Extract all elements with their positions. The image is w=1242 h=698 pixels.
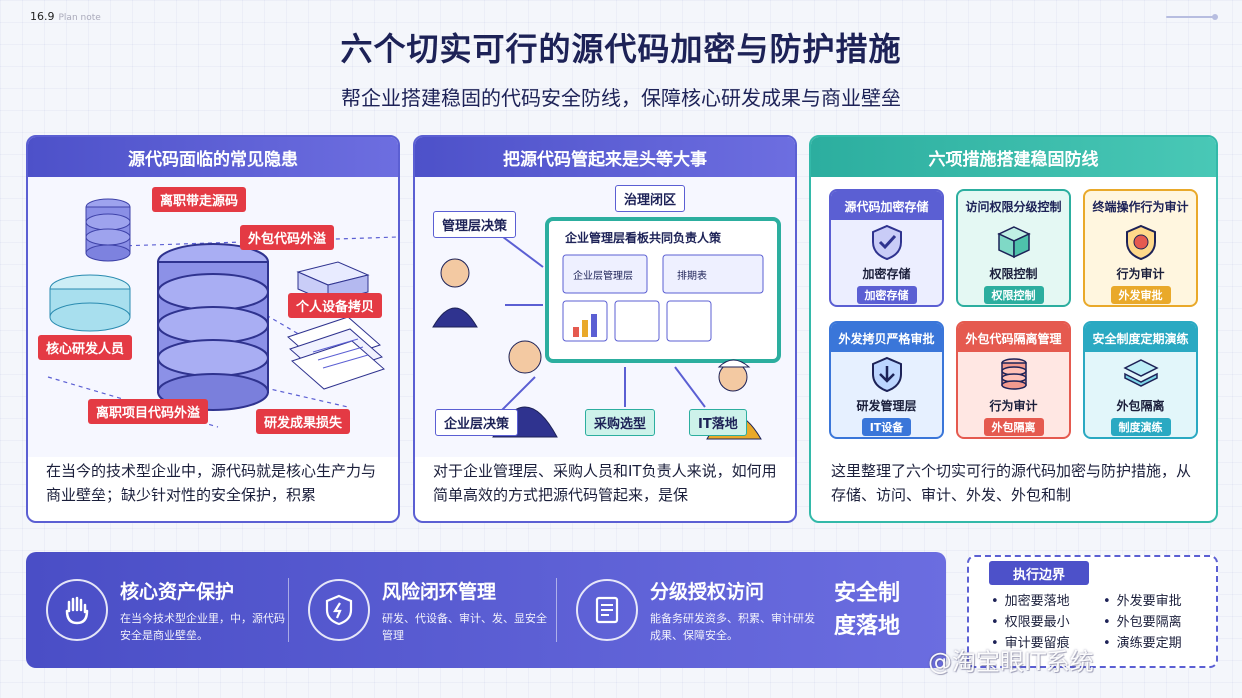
risks-illustration: 离职带走源码 外包代码外溢 个人设备拷贝 核心研发人员 离职项目代码外溢 研发成… — [28, 177, 398, 457]
measures-grid: 源代码加密存储 加密存储 加密存储 访问权限分级控制 权限控制 权限控制 终端操… — [829, 189, 1198, 439]
watermark-text: @淘宝眼IT系统 — [928, 648, 1094, 676]
cube-icon — [996, 226, 1031, 259]
pillar-desc: 能备务研发资多、积累、审计研发成果、保障安全。 — [650, 611, 815, 642]
governance-panel-title: 把源代码管起来是头等大事 — [415, 137, 795, 177]
gov-tag-procurement: 采购选型 — [585, 409, 656, 436]
measure-card-title: 访问权限分级控制 — [965, 200, 1062, 214]
disk-icon — [49, 274, 131, 332]
shield-lightning-icon — [308, 579, 370, 641]
measure-card-chip: 权限控制 — [983, 286, 1044, 304]
layers-icon — [1122, 359, 1159, 387]
decorative-line — [1166, 14, 1218, 20]
measure-card-title: 外发拷贝严格审批 — [831, 323, 942, 352]
boundary-item: 审计要留痕 — [991, 633, 1070, 654]
pillar-title: 风险闭环管理 — [382, 580, 497, 603]
measure-card-2: 访问权限分级控制 权限控制 权限控制 — [956, 189, 1071, 307]
measure-card-chip: 加密存储 — [856, 286, 917, 304]
measure-card-1: 源代码加密存储 加密存储 加密存储 — [829, 189, 944, 307]
bar-chart-icon — [573, 314, 597, 337]
measure-card-6: 安全制度定期演练 外包隔离 制度演练 — [1083, 321, 1198, 439]
measure-card-chip: IT设备 — [861, 418, 912, 436]
board-label-1: 企业层管理层 — [573, 271, 633, 282]
summary-final-label: 安全制度落地 — [834, 581, 901, 639]
measures-panel: 六项措施搭建稳固防线 源代码加密存储 加密存储 加密存储 访问权限分级控制 权限… — [809, 135, 1218, 523]
boundary-title: 执行边界 — [989, 561, 1089, 585]
measures-panel-title: 六项措施搭建稳固防线 — [811, 137, 1216, 177]
pillar-graded-access: 分级授权访问 能备务研发资多、积累、审计研发成果、保障安全。 — [556, 552, 818, 668]
summary-bar: 核心资产保护 在当今技术型企业里，中，源代码安全是商业壁垒。 风险闭环管理 研发… — [26, 552, 946, 668]
measure-card-name: 行为审计 — [1116, 267, 1165, 281]
measure-card-4: 外发拷贝严格审批 研发管理层 IT设备 — [829, 321, 944, 439]
board-label-2: 排期表 — [677, 271, 707, 282]
risk-tag-6: 研发成果损失 — [256, 409, 351, 434]
risk-tag-3: 个人设备拷贝 — [288, 293, 383, 318]
document-list-icon — [576, 579, 638, 641]
gov-tag-management: 管理层决策 — [433, 211, 517, 238]
boundary-item: 演练要定期 — [1103, 633, 1182, 654]
measure-card-5: 外包代码隔离管理 行为审计 外包隔离 — [956, 321, 1071, 439]
boundary-list-left: 加密要落地 权限要最小 审计要留痕 — [991, 591, 1070, 654]
risks-panel: 源代码面临的常见隐患 — [26, 135, 400, 523]
risks-panel-title: 源代码面临的常见隐患 — [28, 137, 398, 177]
pillar-title: 核心资产保护 — [120, 580, 235, 603]
shield-badge-icon — [1125, 224, 1156, 261]
pillar-desc: 在当今技术型企业里，中，源代码安全是商业壁垒。 — [120, 611, 285, 642]
page-subtitle: 帮企业搭建稳固的代码安全防线，保障核心研发成果与商业壁垒 — [341, 86, 901, 110]
database-icon — [1000, 358, 1027, 390]
execution-boundary-box: 执行边界 加密要落地 权限要最小 审计要留痕 外发要审批 外包要隔离 演练要定期 — [967, 555, 1218, 668]
small-database-icon — [85, 198, 131, 262]
measure-card-chip: 外发审批 — [1110, 286, 1171, 304]
measure-card-name: 行为审计 — [989, 399, 1038, 413]
shield-check-icon — [871, 224, 902, 261]
gov-tag-enterprise: 企业层决策 — [435, 409, 519, 436]
risk-tag-4: 核心研发人员 — [38, 335, 133, 360]
measure-card-name: 加密存储 — [862, 267, 911, 281]
database-stack-illustration — [47, 198, 398, 428]
slide-ratio-sub: Plan note — [58, 13, 101, 23]
risk-tag-2: 外包代码外溢 — [240, 225, 335, 250]
page-title: 六个切实可行的源代码加密与防护措施 — [340, 30, 902, 68]
measure-card-name: 权限控制 — [989, 267, 1038, 281]
hand-stop-icon — [46, 579, 108, 641]
governance-panel: 把源代码管起来是头等大事 — [413, 135, 797, 523]
risk-tag-5: 离职项目代码外溢 — [88, 399, 209, 424]
measure-card-title: 外包代码隔离管理 — [958, 323, 1069, 352]
board-title: 企业管理层看板共同负责人策 — [565, 231, 722, 245]
measure-card-chip: 外包隔离 — [983, 418, 1044, 436]
pillar-desc: 研发、代设备、审计、发、显安全管理 — [382, 611, 547, 642]
documents-icon — [287, 316, 385, 390]
measure-card-3: 终端操作行为审计 行为审计 外发审批 — [1083, 189, 1198, 307]
pillar-risk-loop: 风险闭环管理 研发、代设备、审计、发、显安全管理 — [288, 552, 556, 668]
measures-description: 这里整理了六个切实可行的源代码加密与防护措施，从存储、访问、审计、外发、外包和制 — [831, 462, 1192, 504]
risks-description: 在当今的技术型企业中，源代码就是核心生产力与商业壁垒；缺少针对性的安全保护，积累 — [46, 462, 377, 504]
governance-description: 对于企业管理层、采购人员和IT负责人来说，如何用简单高效的方式把源代码管起来，是… — [433, 462, 777, 504]
governance-scene — [432, 217, 781, 440]
boundary-list-right: 外发要审批 外包要隔离 演练要定期 — [1103, 591, 1182, 654]
measure-card-title: 源代码加密存储 — [831, 191, 942, 220]
manager-person-icon — [432, 258, 478, 328]
boundary-item: 加密要落地 — [991, 591, 1070, 612]
measure-card-title: 安全制度定期演练 — [1085, 323, 1196, 352]
measure-card-title: 终端操作行为审计 — [1092, 200, 1189, 214]
boundary-item: 外发要审批 — [1103, 591, 1182, 612]
risk-tag-1: 离职带走源码 — [152, 187, 247, 212]
boundary-item: 外包要隔离 — [1103, 612, 1182, 633]
measure-card-chip: 制度演练 — [1110, 418, 1171, 436]
shield-download-icon — [871, 356, 902, 393]
main-database-icon — [157, 243, 269, 411]
measure-card-name: 外包隔离 — [1116, 399, 1165, 413]
gov-tag-it: IT落地 — [689, 409, 747, 436]
pillar-asset-protection: 核心资产保护 在当今技术型企业里，中，源代码安全是商业壁垒。 — [26, 552, 288, 668]
gov-tag-zone: 治理闭区 — [615, 185, 686, 212]
boundary-item: 权限要最小 — [991, 612, 1070, 633]
measure-card-name: 研发管理层 — [856, 399, 917, 413]
pillar-title: 分级授权访问 — [650, 580, 765, 603]
governance-illustration: 治理闭区 管理层决策 企业层决策 采购选型 IT落地 企业管理层看板共同负责人策… — [415, 177, 795, 457]
